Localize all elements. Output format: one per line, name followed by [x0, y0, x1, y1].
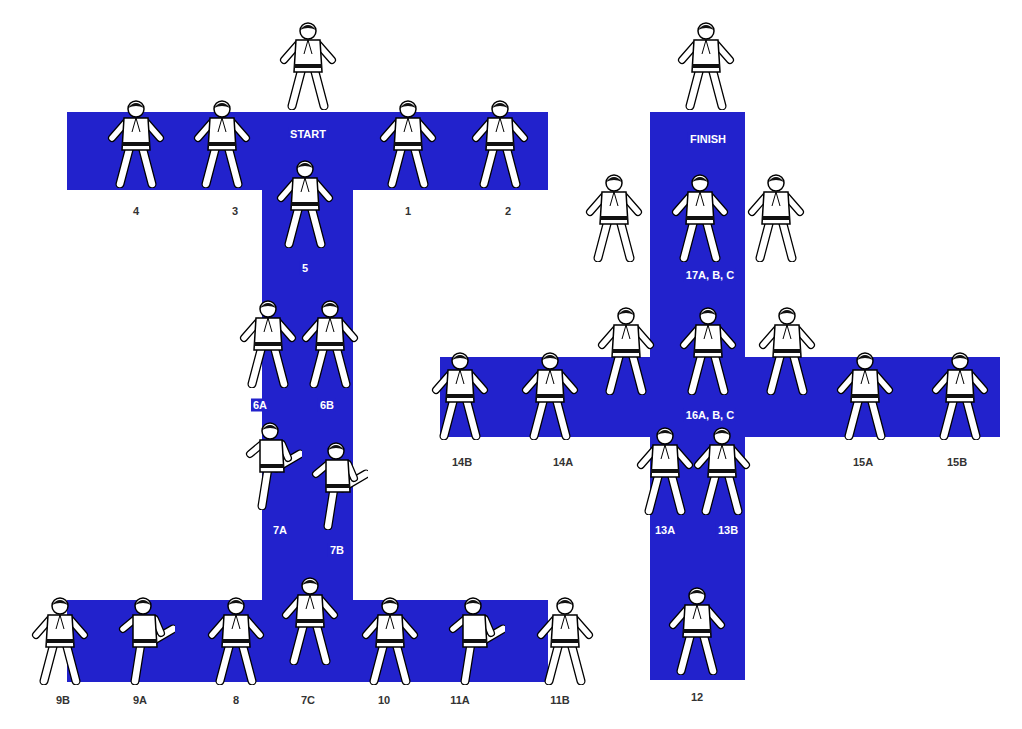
- step-number: 3: [230, 205, 240, 218]
- step-number: 8: [231, 694, 241, 707]
- figures: [36, 23, 984, 681]
- step-number: 15B: [945, 456, 969, 469]
- step-number: 4: [131, 205, 141, 218]
- band-label: 6B: [318, 399, 336, 412]
- step-number: 11A: [448, 694, 472, 707]
- step-number: 1: [403, 205, 413, 218]
- step-number: 7C: [299, 694, 317, 707]
- band-label: 13A: [653, 524, 677, 537]
- step-number: 9A: [131, 694, 149, 707]
- step-number: 10: [376, 694, 392, 707]
- step-number: 2: [503, 205, 513, 218]
- step-number: 9B: [54, 694, 72, 707]
- form-path: [67, 112, 1000, 682]
- band-label: 6A: [251, 399, 269, 412]
- band-label: 7B: [328, 544, 346, 557]
- band-label: 5: [300, 262, 310, 275]
- step-number: 14A: [551, 456, 575, 469]
- band-label: 16A, B, C: [684, 409, 736, 422]
- step-number: 12: [689, 691, 705, 704]
- band-label: 7A: [271, 524, 289, 537]
- band-label: START: [288, 128, 328, 141]
- band-label: 17A, B, C: [684, 269, 736, 282]
- band-label: 13B: [716, 524, 740, 537]
- step-number: 14B: [450, 456, 474, 469]
- band-label: FINISH: [688, 133, 728, 146]
- step-number: 11B: [548, 694, 572, 707]
- step-number: 15A: [851, 456, 875, 469]
